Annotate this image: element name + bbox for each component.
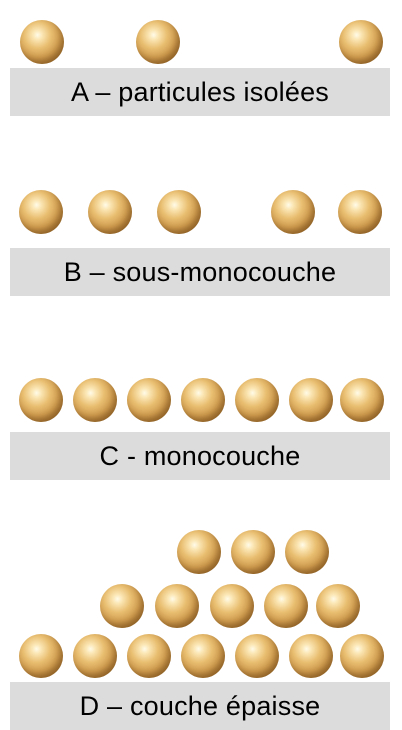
panel-label: A – particules isolées bbox=[70, 76, 330, 107]
gold-particle bbox=[340, 634, 384, 678]
gold-particle bbox=[20, 20, 64, 64]
gold-particle bbox=[19, 190, 63, 234]
gold-particle bbox=[19, 634, 63, 678]
gold-particle bbox=[88, 190, 132, 234]
gold-particle bbox=[136, 20, 180, 64]
gold-particle bbox=[181, 378, 225, 422]
panel-label-bar: B – sous-monocouche bbox=[10, 248, 390, 296]
gold-particle bbox=[155, 584, 199, 628]
gold-particle bbox=[19, 378, 63, 422]
gold-particle bbox=[73, 634, 117, 678]
gold-particle bbox=[289, 378, 333, 422]
panel-a: A – particules isolées bbox=[0, 0, 402, 120]
panel-b: B – sous-monocouche bbox=[0, 0, 402, 300]
panel-label-bar: C - monocouche bbox=[10, 432, 390, 480]
gold-particle bbox=[210, 584, 254, 628]
gold-particle bbox=[339, 20, 383, 64]
panel-label: D – couche épaisse bbox=[79, 690, 321, 721]
gold-particle bbox=[181, 634, 225, 678]
gold-particle bbox=[340, 378, 384, 422]
gold-particle bbox=[73, 378, 117, 422]
gold-particle bbox=[127, 634, 171, 678]
gold-particle bbox=[289, 634, 333, 678]
panel-c: C - monocouche bbox=[10, 378, 390, 480]
gold-particle bbox=[316, 584, 360, 628]
gold-particle bbox=[177, 530, 221, 574]
gold-particle bbox=[127, 378, 171, 422]
gold-particle bbox=[235, 634, 279, 678]
panel-label: B – sous-monocouche bbox=[63, 256, 337, 287]
gold-particle bbox=[264, 584, 308, 628]
panel-label: C - monocouche bbox=[99, 440, 301, 471]
gold-particle bbox=[157, 190, 201, 234]
gold-particle bbox=[235, 378, 279, 422]
panel-label-bar: D – couche épaisse bbox=[10, 682, 390, 730]
gold-particle bbox=[271, 190, 315, 234]
gold-particle bbox=[100, 584, 144, 628]
gold-particle bbox=[338, 190, 382, 234]
panel-label-bar: A – particules isolées bbox=[10, 68, 390, 116]
gold-particle bbox=[285, 530, 329, 574]
gold-particle bbox=[231, 530, 275, 574]
